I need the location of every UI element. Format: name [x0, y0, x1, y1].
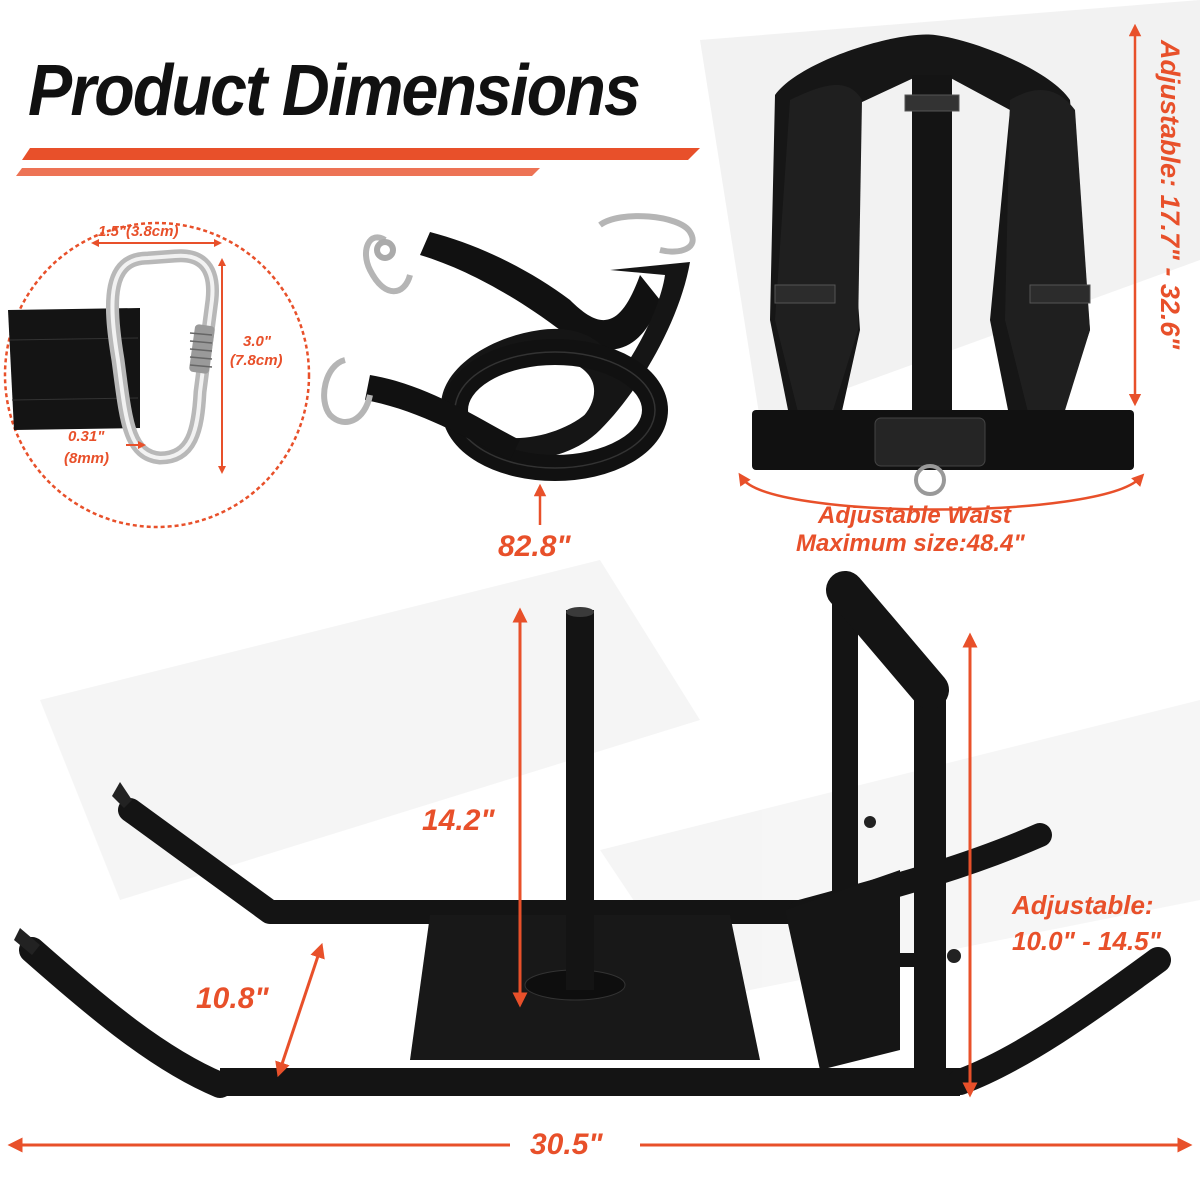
shoulder-harness	[738, 23, 1145, 511]
carabiner-width-label: 1.5"(3.8cm)	[98, 223, 179, 240]
carabiner-thickness-in-label: 0.31"	[68, 428, 105, 445]
waist-max-label: Maximum size:48.4"	[796, 530, 1025, 557]
strap-length-label: 82.8"	[498, 530, 571, 563]
carabiner-thickness-mm-label: (8mm)	[64, 450, 110, 467]
post-height-label: 14.2"	[422, 804, 495, 837]
handle-adjustable-label: Adjustable:	[1012, 890, 1154, 920]
page-title: Product Dimensions	[28, 51, 641, 131]
sled-width-label: 10.8"	[196, 982, 269, 1015]
carabiner-height-cm-label: (7.8cm)	[230, 352, 283, 369]
waist-label: Adjustable Waist	[818, 502, 1011, 529]
weight-sled	[7, 571, 1193, 1153]
harness-adjustable-label: Adjustable: 17.7" - 32.6"	[1155, 40, 1185, 350]
sled-length-label: 30.5"	[530, 1128, 603, 1161]
carabiner-height-in-label: 3.0"	[243, 333, 271, 350]
tow-strap	[321, 213, 696, 525]
title-underline	[16, 148, 700, 176]
carabiner-detail	[3, 221, 311, 529]
handle-range-label: 10.0" - 14.5"	[1012, 926, 1161, 956]
